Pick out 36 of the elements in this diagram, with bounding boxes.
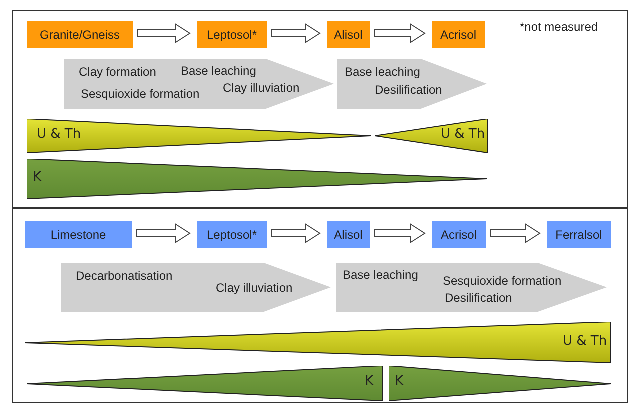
block-arrow bbox=[374, 24, 426, 44]
block-arrow bbox=[138, 24, 191, 44]
panel-frame bbox=[12, 10, 628, 208]
process-label: Sesquioxide formation bbox=[443, 274, 562, 288]
soil-box: Acrisol bbox=[432, 221, 486, 248]
footnote: *not measured bbox=[520, 20, 598, 34]
process-label: Clay illuviation bbox=[216, 281, 293, 295]
element-label: K bbox=[365, 375, 374, 389]
process-label: Decarbonatisation bbox=[76, 269, 173, 283]
process-label: Base leaching bbox=[343, 268, 418, 282]
soil-box: Leptosol* bbox=[197, 221, 267, 248]
block-arrow bbox=[272, 24, 321, 44]
element-label: K bbox=[33, 171, 42, 185]
process-label: Desilification bbox=[445, 291, 512, 305]
soil-box: Alisol bbox=[327, 221, 370, 248]
process-label: Base leaching bbox=[345, 65, 420, 79]
element-label: U & Th bbox=[563, 335, 608, 349]
block-arrow bbox=[272, 224, 321, 244]
process-label: Sesquioxide formation bbox=[81, 87, 200, 101]
soil-box: Leptosol* bbox=[197, 21, 267, 48]
process-label: Desilification bbox=[375, 83, 442, 97]
soil-box: Alisol bbox=[327, 21, 370, 48]
soil-box: Acrisol bbox=[432, 21, 485, 48]
block-arrow bbox=[490, 224, 541, 244]
process-label: Clay formation bbox=[79, 65, 156, 79]
soil-box: Limestone bbox=[25, 221, 132, 248]
block-arrow bbox=[374, 224, 426, 244]
soil-box: Granite/Gneiss bbox=[27, 21, 133, 48]
element-label: U & Th bbox=[441, 128, 486, 142]
element-label: U & Th bbox=[37, 128, 82, 142]
block-arrow bbox=[136, 224, 191, 244]
soil-box: Ferralsol bbox=[547, 221, 611, 248]
panel-frame bbox=[12, 208, 628, 403]
process-label: Base leaching bbox=[181, 64, 256, 78]
process-label: Clay illuviation bbox=[223, 81, 300, 95]
element-label: K bbox=[395, 375, 404, 389]
